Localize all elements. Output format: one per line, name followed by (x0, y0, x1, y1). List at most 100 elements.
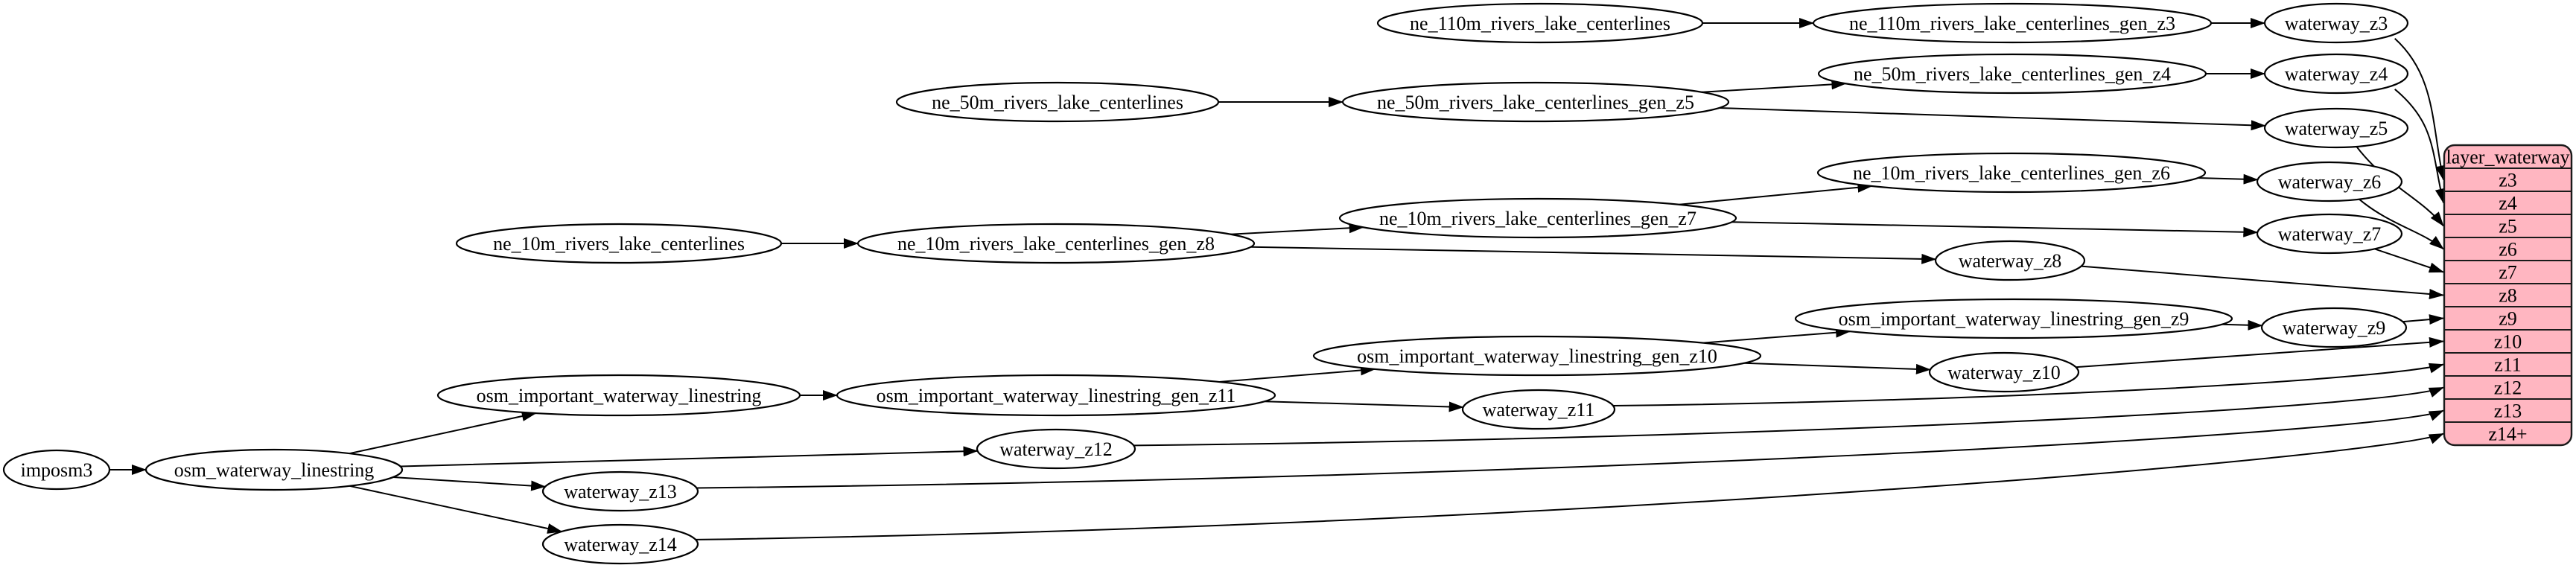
node-osm_important_waterway_linestring_gen_z10: osm_important_waterway_linestring_gen_z1… (1312, 335, 1762, 377)
waterway_z4-label: waterway_z4 (2285, 63, 2388, 85)
table-row-label-z13: z13 (2494, 401, 2522, 422)
edge-waterway_z10--layer_waterway-z10 (2076, 336, 2444, 368)
ne_10m_rivers_lake_centerlines_gen_z8-label: ne_10m_rivers_lake_centerlines_gen_z8 (897, 233, 1215, 255)
osm_important_waterway_linestring_gen_z11-shape (836, 374, 1276, 417)
node-waterway_z5: waterway_z5 (2263, 107, 2409, 149)
edge-osm_important_waterway_linestring_gen_z11--waterway_z11 (1265, 401, 1464, 412)
edge-waterway_z11--layer_waterway-z11 (1613, 363, 2444, 406)
edge-waterway_z12--layer_waterway-z12 (1133, 386, 2444, 447)
waterway_z6-label: waterway_z6 (2278, 171, 2382, 193)
waterway_z7-shape (2256, 213, 2403, 255)
table-row-label-z11: z11 (2494, 354, 2522, 376)
ne_110m_rivers_lake_centerlines-label: ne_110m_rivers_lake_centerlines (1410, 13, 1670, 34)
edge-waterway_z8--layer_waterway-z8 (2081, 265, 2444, 299)
table-row-label-z10: z10 (2494, 331, 2522, 353)
node-waterway_z13: waterway_z13 (541, 470, 699, 512)
ne_110m_rivers_lake_centerlines-shape (1376, 2, 1704, 44)
edge-waterway_z7--layer_waterway-z7 (2374, 248, 2444, 273)
node-osm_important_waterway_linestring_gen_z11: osm_important_waterway_linestring_gen_z1… (836, 374, 1276, 417)
imposm3-shape (2, 449, 111, 491)
node-waterway_z6: waterway_z6 (2256, 161, 2403, 202)
ne_110m_rivers_lake_centerlines_gen_z3-shape (1812, 2, 2213, 44)
waterway_z6-shape (2256, 161, 2403, 202)
edge-ne_50m_rivers_lake_centerlines_gen_z5--ne_50m_rivers_lake_centerlines_gen_z4 (1701, 79, 1847, 93)
node-waterway_z8: waterway_z8 (1934, 240, 2086, 281)
edges-layer (109, 18, 2446, 540)
table-row-label-z7: z7 (2499, 262, 2517, 284)
waterway_z4-shape (2263, 53, 2409, 95)
node-osm_important_waterway_linestring_gen_z9: osm_important_waterway_linestring_gen_z9 (1794, 298, 2233, 339)
waterway_z9-label: waterway_z9 (2283, 317, 2386, 339)
osm_important_waterway_linestring_gen_z10-shape (1312, 335, 1762, 377)
waterway_z8-label: waterway_z8 (1959, 250, 2062, 272)
nodes-layer: imposm3 osm_waterway_linestring osm_import… (2, 2, 2409, 565)
waterway_z3-shape (2263, 2, 2409, 44)
waterway_z10-label: waterway_z10 (1947, 362, 2061, 383)
osm_important_waterway_linestring_gen_z10-label: osm_important_waterway_linestring_gen_z1… (1357, 345, 1717, 367)
ne_10m_rivers_lake_centerlines_gen_z8-shape (856, 223, 1256, 264)
waterway_z12-shape (976, 428, 1136, 470)
node-ne_110m_rivers_lake_centerlines_gen_z3: ne_110m_rivers_lake_centerlines_gen_z3 (1812, 2, 2213, 44)
node-ne_50m_rivers_lake_centerlines_gen_z5: ne_50m_rivers_lake_centerlines_gen_z5 (1341, 81, 1730, 123)
node-waterway_z11: waterway_z11 (1461, 389, 1616, 430)
node-osm_waterway_linestring: osm_waterway_linestring (144, 448, 404, 491)
edge-ne_10m_rivers_lake_centerlines_gen_z8--ne_10m_rivers_lake_centerlines_gen_z7 (1230, 223, 1364, 235)
edge-ne_10m_rivers_lake_centerlines_gen_z7--waterway_z7 (1731, 221, 2259, 237)
table-row-label-z5: z5 (2499, 216, 2517, 237)
node-ne_10m_rivers_lake_centerlines: ne_10m_rivers_lake_centerlines (455, 223, 783, 264)
node-ne_110m_rivers_lake_centerlines: ne_110m_rivers_lake_centerlines (1376, 2, 1704, 44)
waterway_z14-label: waterway_z14 (564, 534, 677, 555)
table-row-label-z12: z12 (2494, 377, 2522, 399)
osm_waterway_linestring-label: osm_waterway_linestring (174, 459, 375, 481)
waterway_z7-label: waterway_z7 (2278, 223, 2382, 245)
table-title: layer_waterway (2446, 147, 2569, 168)
node-waterway_z9: waterway_z9 (2260, 307, 2408, 348)
ne_10m_rivers_lake_centerlines_gen_z6-label: ne_10m_rivers_lake_centerlines_gen_z6 (1853, 162, 2170, 184)
edge-osm_important_waterway_linestring_gen_z9--waterway_z9 (2222, 319, 2263, 331)
node-waterway_z12: waterway_z12 (976, 428, 1136, 470)
node-waterway_z7: waterway_z7 (2256, 213, 2403, 255)
osm_important_waterway_linestring_gen_z11-label: osm_important_waterway_linestring_gen_z1… (877, 385, 1236, 406)
osm_important_waterway_linestring-label: osm_important_waterway_linestring (477, 385, 762, 406)
osm_important_waterway_linestring_gen_z9-shape (1794, 298, 2233, 339)
node-ne_10m_rivers_lake_centerlines_gen_z6: ne_10m_rivers_lake_centerlines_gen_z6 (1816, 152, 2207, 194)
waterway_z9-shape (2260, 307, 2408, 348)
ne_50m_rivers_lake_centerlines_gen_z5-shape (1341, 81, 1730, 123)
ne_10m_rivers_lake_centerlines_gen_z6-shape (1816, 152, 2207, 194)
node-ne_50m_rivers_lake_centerlines: ne_50m_rivers_lake_centerlines (895, 81, 1220, 123)
ne_10m_rivers_lake_centerlines_gen_z7-shape (1338, 197, 1737, 239)
edge-osm_important_waterway_linestring_gen_z10--waterway_z10 (1744, 362, 1931, 374)
waterway_z5-label: waterway_z5 (2285, 118, 2388, 139)
ne_50m_rivers_lake_centerlines-label: ne_50m_rivers_lake_centerlines (932, 92, 1183, 113)
node-imposm3: imposm3 (2, 449, 111, 491)
table-row-label-z14+: z14+ (2488, 424, 2527, 445)
edge-waterway_z14--layer_waterway-z14+ (696, 433, 2444, 540)
node-ne_10m_rivers_lake_centerlines_gen_z7: ne_10m_rivers_lake_centerlines_gen_z7 (1338, 197, 1737, 239)
edge-ne_50m_rivers_lake_centerlines_gen_z5--waterway_z5 (1719, 107, 2266, 131)
osm_important_waterway_linestring-shape (436, 374, 801, 417)
table-row-label-z4: z4 (2499, 193, 2517, 214)
node-waterway_z14: waterway_z14 (541, 523, 699, 565)
ne_50m_rivers_lake_centerlines_gen_z4-shape (1817, 53, 2207, 95)
node-osm_important_waterway_linestring: osm_important_waterway_linestring (436, 374, 801, 417)
waterway_z13-shape (541, 470, 699, 512)
waterway_z8-shape (1934, 240, 2086, 281)
edge-waterway_z9--layer_waterway-z9 (2402, 314, 2444, 325)
node-waterway_z10: waterway_z10 (1928, 351, 2080, 393)
edge-waterway_z6--layer_waterway-z6 (2359, 198, 2444, 250)
ne_50m_rivers_lake_centerlines_gen_z5-label: ne_50m_rivers_lake_centerlines_gen_z5 (1377, 92, 1694, 113)
table-layer_waterway: layer_waterwayz3z4z5z6z7z8z9z10z11z12z13… (2443, 144, 2573, 447)
waterway_z3-label: waterway_z3 (2285, 13, 2388, 34)
table-row-label-z3: z3 (2499, 170, 2517, 191)
edge-waterway_z13--layer_waterway-z13 (696, 409, 2444, 489)
node-waterway_z3: waterway_z3 (2263, 2, 2409, 44)
waterway_z11-shape (1461, 389, 1616, 430)
osm_waterway_linestring-shape (144, 448, 404, 491)
waterway_z5-shape (2263, 107, 2409, 149)
ne_10m_rivers_lake_centerlines-label: ne_10m_rivers_lake_centerlines (493, 233, 745, 255)
waterway_z14-shape (541, 523, 699, 565)
waterway_z12-label: waterway_z12 (999, 438, 1113, 460)
ne_10m_rivers_lake_centerlines-shape (455, 223, 783, 264)
node-ne_10m_rivers_lake_centerlines_gen_z8: ne_10m_rivers_lake_centerlines_gen_z8 (856, 223, 1256, 264)
